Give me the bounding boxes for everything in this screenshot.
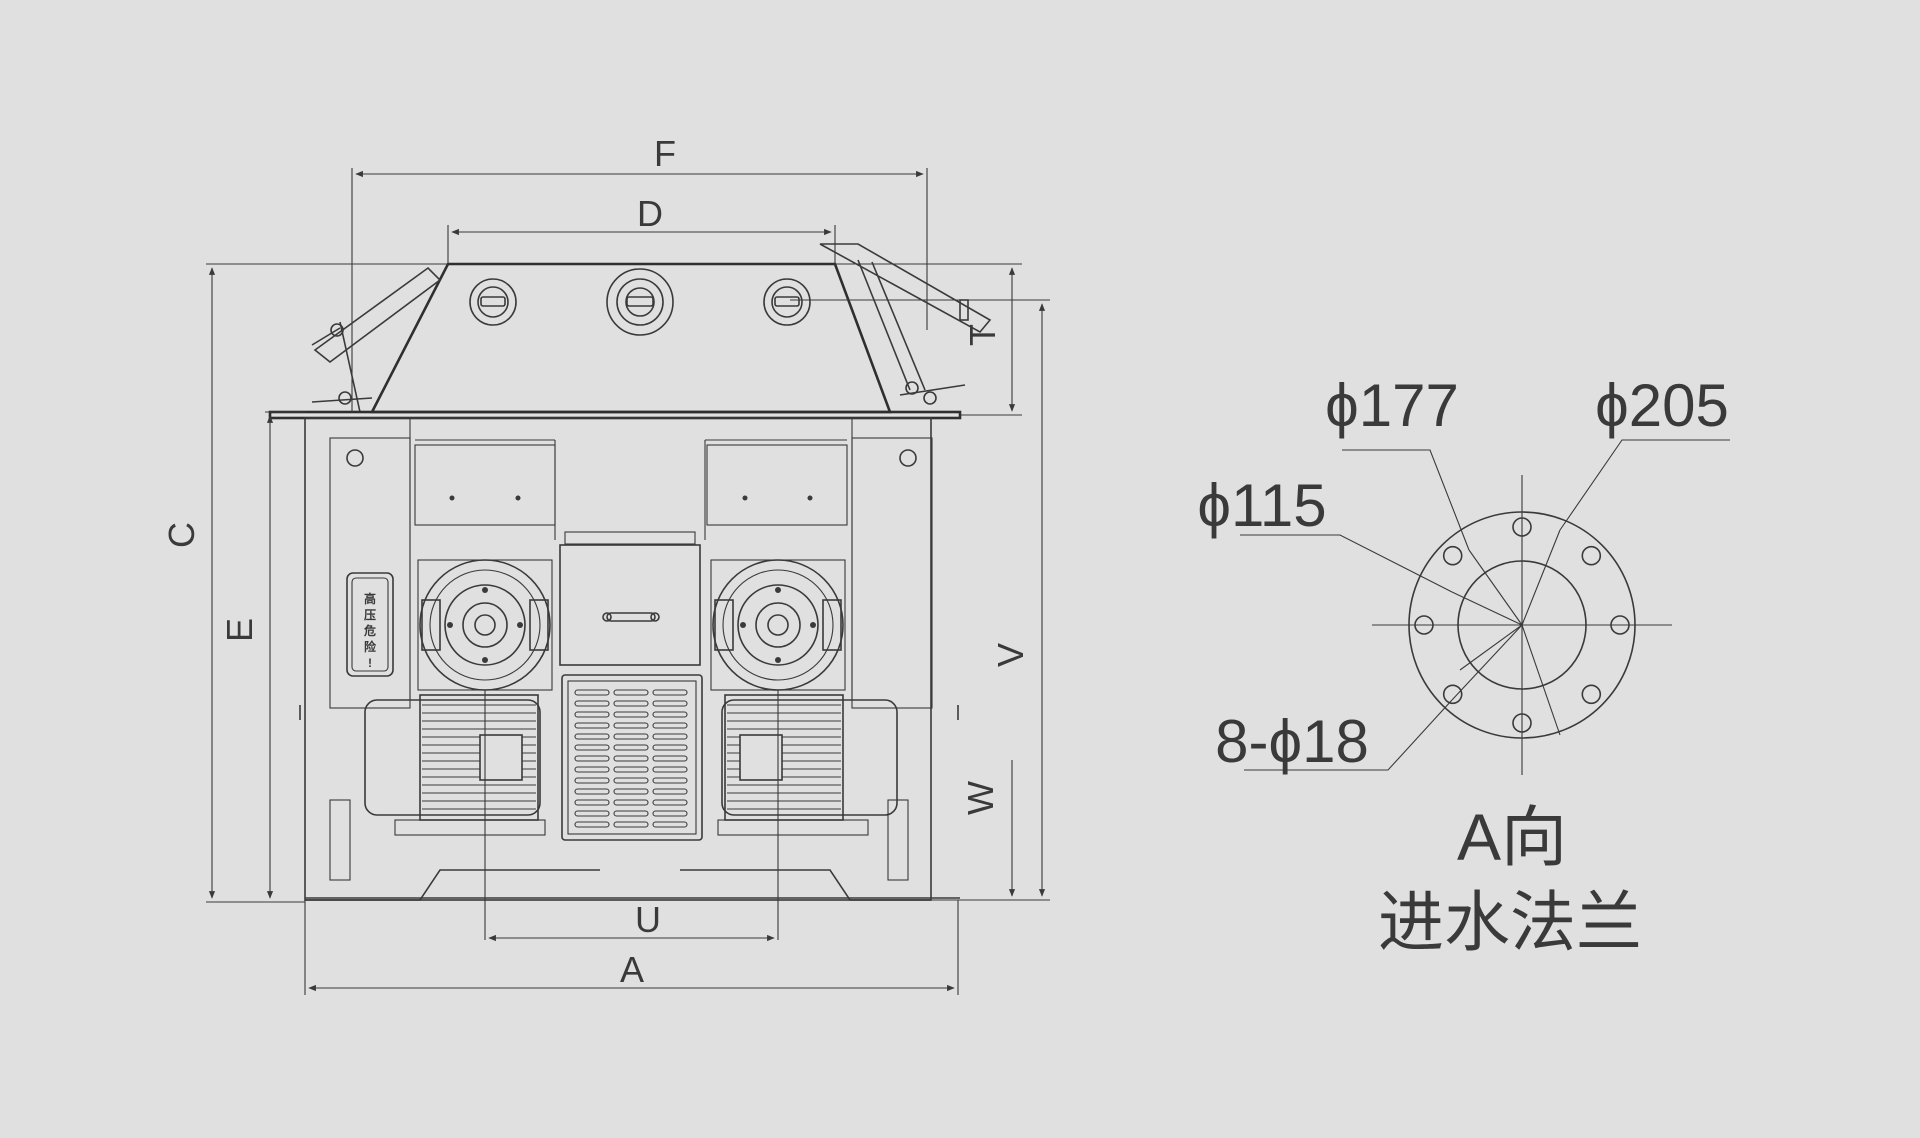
grill-slot (574, 689, 610, 696)
grill-slot (613, 755, 649, 762)
grill-slot (574, 722, 610, 729)
top-cover (311, 243, 992, 414)
bolt-hole (1442, 545, 1463, 566)
grill-slot (574, 711, 610, 718)
grill-slot (652, 799, 688, 806)
grill-slot (652, 766, 688, 773)
warning-char-1: 高 (364, 591, 376, 606)
dim-phi-177: ϕ177 (1325, 372, 1459, 439)
dimension-lines: F D C E T V W U A (161, 133, 1050, 995)
grill-slot (574, 821, 610, 828)
flange-outer-circle (1408, 511, 1636, 739)
warning-char-2: 压 (364, 608, 376, 622)
machine-frame (299, 417, 960, 901)
grill-slot (652, 755, 688, 762)
dim-label-E: E (219, 618, 260, 642)
inlet-port-icon (469, 268, 811, 336)
grill-slot (613, 689, 649, 696)
view-label: A向 (1457, 800, 1567, 874)
grill-slot (613, 722, 649, 729)
bolt-hole (1610, 615, 1630, 635)
bolt-hole (1581, 684, 1602, 705)
bolt-hole (1414, 615, 1434, 635)
ventilation-grill (561, 674, 703, 841)
grill-slot (613, 777, 649, 784)
bolt-hole (1512, 517, 1532, 537)
dim-phi-205: ϕ205 (1595, 372, 1729, 439)
grill-slot (574, 799, 610, 806)
grill-slot (574, 777, 610, 784)
grill-slot (574, 788, 610, 795)
grill-slot (652, 744, 688, 751)
motor-right (717, 694, 898, 836)
gear-reducer-left (417, 559, 553, 691)
grill-slot (613, 711, 649, 718)
grill-slot (652, 788, 688, 795)
dim-label-T: T (962, 324, 1003, 346)
warning-char-4: 险 (364, 639, 377, 654)
dim-phi-115: ϕ115 (1197, 472, 1326, 539)
grill-slot (613, 733, 649, 740)
grill-slot (574, 810, 610, 817)
flange-inner-circle (1457, 560, 1587, 690)
grill-slot (652, 711, 688, 718)
dim-bolt-holes: 8-ϕ18 (1215, 708, 1369, 775)
bolt-hole (1442, 684, 1463, 705)
grill-slot (652, 777, 688, 784)
grill-slot (613, 766, 649, 773)
grill-slot (574, 766, 610, 773)
center-coupling-box (559, 531, 701, 666)
bolt-hole (1581, 545, 1602, 566)
motor-left (364, 694, 546, 836)
grill-slot (613, 821, 649, 828)
grill-slot (574, 733, 610, 740)
gear-reducer-right (710, 559, 846, 691)
dim-label-F: F (654, 133, 676, 174)
warning-char-5: ! (368, 656, 372, 670)
grill-slot (652, 689, 688, 696)
grill-slot (652, 733, 688, 740)
flange-caption: 进水法兰 (1378, 885, 1642, 959)
dim-label-D: D (637, 193, 663, 234)
clamp-icon (311, 323, 966, 405)
dim-label-C: C (161, 522, 202, 548)
dim-label-W: W (960, 781, 1001, 815)
grill-slot (613, 788, 649, 795)
dim-label-A: A (620, 949, 644, 990)
bolt-hole (1512, 713, 1532, 733)
water-inlet-flange-detail: ϕ177 ϕ205 ϕ115 8-ϕ18 A向 进水法兰 (1197, 372, 1730, 959)
grill-slot (652, 722, 688, 729)
grill-slot (574, 755, 610, 762)
grill-slot (574, 700, 610, 707)
grill-slot (652, 821, 688, 828)
bolt-holes (1414, 517, 1630, 733)
grill-slot (613, 744, 649, 751)
grill-slot (652, 700, 688, 707)
grill-slot (613, 700, 649, 707)
warning-char-3: 危 (363, 623, 376, 638)
grill-slot (613, 799, 649, 806)
mixer-front-view: 高 压 危 险 ! (268, 243, 992, 940)
grill-slot (652, 810, 688, 817)
grill-slot (613, 810, 649, 817)
dim-label-V: V (990, 643, 1031, 667)
dim-label-U: U (635, 899, 661, 940)
grill-slot (574, 744, 610, 751)
high-voltage-warning-sign: 高 压 危 险 ! (346, 572, 394, 677)
